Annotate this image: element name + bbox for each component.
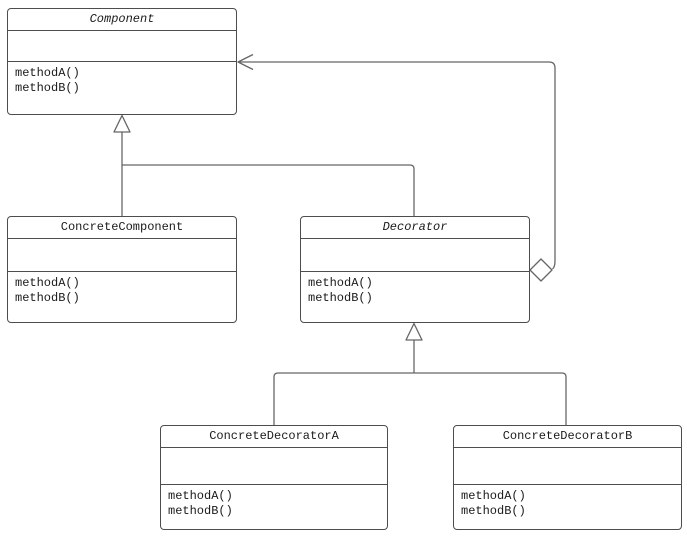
attributes-section [301, 239, 529, 272]
class-node-decorator[interactable]: Decorator methodA()methodB() [300, 216, 530, 323]
method-label: methodA() [461, 488, 526, 503]
aggregation-edge-decorator-to-component [237, 53, 556, 282]
generalization-edge-concretedecorators-to-decorator [273, 322, 567, 425]
hollow-diamond-icon [529, 258, 553, 282]
method-label: methodA() [308, 275, 373, 290]
methods-section: methodA()methodB() [161, 485, 387, 530]
methods-section: methodA()methodB() [8, 272, 236, 323]
method-label: methodA() [15, 65, 80, 80]
class-node-concrete-component[interactable]: ConcreteComponent methodA()methodB() [7, 216, 237, 323]
attributes-section [8, 239, 236, 272]
generalization-line [122, 164, 415, 216]
hollow-triangle-arrow-icon [113, 114, 131, 133]
class-name-label: ConcreteDecoratorA [161, 426, 387, 448]
methods-section: methodA()methodB() [8, 62, 236, 115]
attributes-section [8, 31, 236, 62]
hollow-triangle-arrow-icon [405, 322, 423, 341]
class-name-label: Decorator [301, 217, 529, 239]
generalization-edge-decorator-to-component [122, 164, 415, 216]
method-label: methodB() [308, 290, 373, 305]
class-node-concrete-decorator-b[interactable]: ConcreteDecoratorB methodA()methodB() [453, 425, 682, 530]
methods-section: methodA()methodB() [454, 485, 681, 530]
class-name-label: ConcreteDecoratorB [454, 426, 681, 448]
generalization-branch-line [273, 372, 567, 425]
class-name-label: ConcreteComponent [8, 217, 236, 239]
attributes-section [454, 448, 681, 485]
aggregation-line [238, 61, 556, 270]
class-name-label: Component [8, 9, 236, 31]
methods-section: methodA()methodB() [301, 272, 529, 323]
method-label: methodA() [168, 488, 233, 503]
method-label: methodB() [461, 503, 526, 518]
attributes-section [161, 448, 387, 485]
open-arrow-icon [237, 53, 254, 71]
generalization-edge-concretecomponent-to-component [113, 114, 131, 216]
method-label: methodB() [15, 80, 80, 95]
method-label: methodB() [15, 290, 80, 305]
method-label: methodB() [168, 503, 233, 518]
class-node-concrete-decorator-a[interactable]: ConcreteDecoratorA methodA()methodB() [160, 425, 388, 530]
class-node-component[interactable]: Component methodA()methodB() [7, 8, 237, 115]
method-label: methodA() [15, 275, 80, 290]
